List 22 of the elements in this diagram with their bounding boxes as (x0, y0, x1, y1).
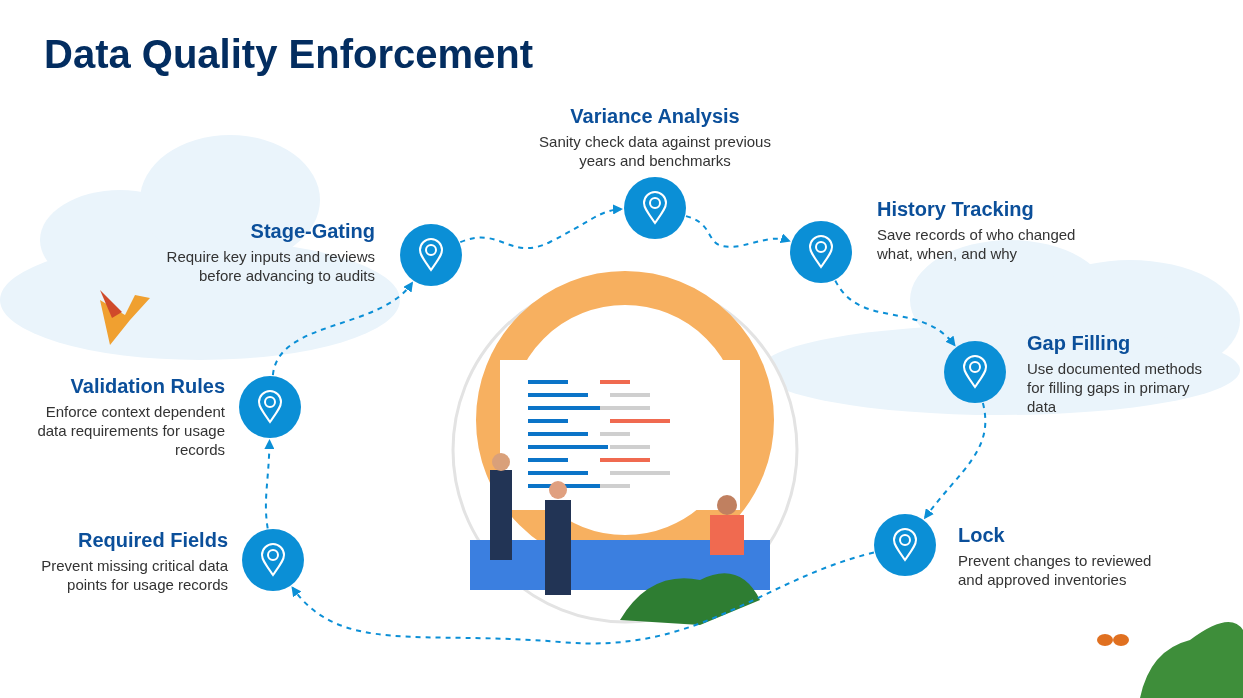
dashed-arrow (291, 551, 875, 645)
step-description: Prevent missing critical data points for usage records (40, 556, 228, 594)
step-heading: History Tracking (877, 197, 1035, 222)
dashed-arrow (459, 204, 623, 250)
step-heading: Required Fields (76, 528, 228, 553)
dashed-arrow (834, 279, 956, 347)
step-description: Require key inputs and reviews before advancing to audits (165, 247, 375, 285)
step-description: Sanity check data against previous years and benchmarks (538, 132, 772, 170)
dashed-arrow (685, 215, 791, 248)
step-description: Prevent changes to reviewed and approved inventories (958, 551, 1153, 589)
step-heading: Validation Rules (69, 374, 225, 399)
step-heading: Lock (958, 523, 1006, 548)
step-heading: Stage-Gating (249, 219, 375, 244)
step-heading: Variance Analysis (569, 104, 741, 129)
dashed-arrow (264, 439, 275, 530)
step-heading: Gap Filling (1027, 331, 1132, 356)
step-description: Use documented methods for filling gaps in primary data (1027, 359, 1204, 416)
step-description: Save records of who changed what, when, and why (877, 225, 1077, 263)
dashed-arrow (923, 402, 987, 520)
title: Data Quality Enforcement (44, 31, 533, 78)
step-description: Enforce context dependent data requirements for usage records (36, 402, 225, 459)
dashed-arrow (271, 281, 414, 377)
